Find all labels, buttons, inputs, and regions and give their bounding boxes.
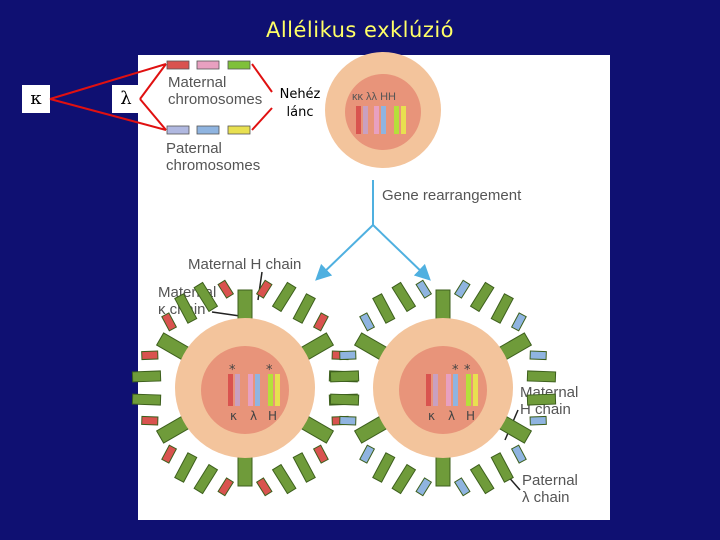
left-cell-antibodies bbox=[131, 279, 359, 497]
paternal-chromosomes-label: Paternal chromosomes bbox=[166, 140, 261, 174]
left-cell-asterisk-1: * bbox=[229, 363, 236, 378]
top-cell-gene-labels: κκ λλ HH bbox=[352, 91, 396, 103]
slide-title: Allélikus exklúzió bbox=[265, 18, 455, 42]
paternal-lambda-chain-label: Paternal λ chain bbox=[522, 472, 578, 506]
kappa-symbol: κ bbox=[22, 85, 50, 113]
left-cell-kappa-label: κ bbox=[230, 409, 237, 423]
left-cell-lambda-label: λ bbox=[250, 409, 257, 423]
top-cell: κκ λλ HH bbox=[325, 52, 441, 168]
lambda-symbol: λ bbox=[112, 85, 140, 113]
right-cell-asterisk-1: * bbox=[452, 363, 459, 378]
right-b-cell: * * κ λ H bbox=[329, 279, 557, 497]
nehez-lanc-label: Nehéz lánc bbox=[272, 84, 328, 124]
gene-rearrangement-arrows bbox=[315, 180, 431, 281]
maternal-chromosomes-label: Maternal chromosomes bbox=[168, 74, 263, 108]
maternal-chromosome-boxes bbox=[166, 60, 251, 70]
right-cell-lambda-label: λ bbox=[448, 409, 455, 423]
right-cell-kappa-label: κ bbox=[428, 409, 435, 423]
left-cell-h-label: H bbox=[268, 409, 277, 423]
red-connector-lines bbox=[49, 63, 273, 131]
left-b-cell: * * κ λ H bbox=[131, 279, 359, 497]
paternal-chromosome-boxes bbox=[166, 125, 251, 135]
left-cell-asterisk-2: * bbox=[266, 363, 273, 378]
maternal-h-chain-label: Maternal H chain bbox=[188, 256, 302, 273]
gene-rearrangement-label: Gene rearrangement bbox=[382, 187, 522, 204]
right-cell-h-label: H bbox=[466, 409, 475, 423]
right-cell-asterisk-2: * bbox=[464, 363, 471, 378]
